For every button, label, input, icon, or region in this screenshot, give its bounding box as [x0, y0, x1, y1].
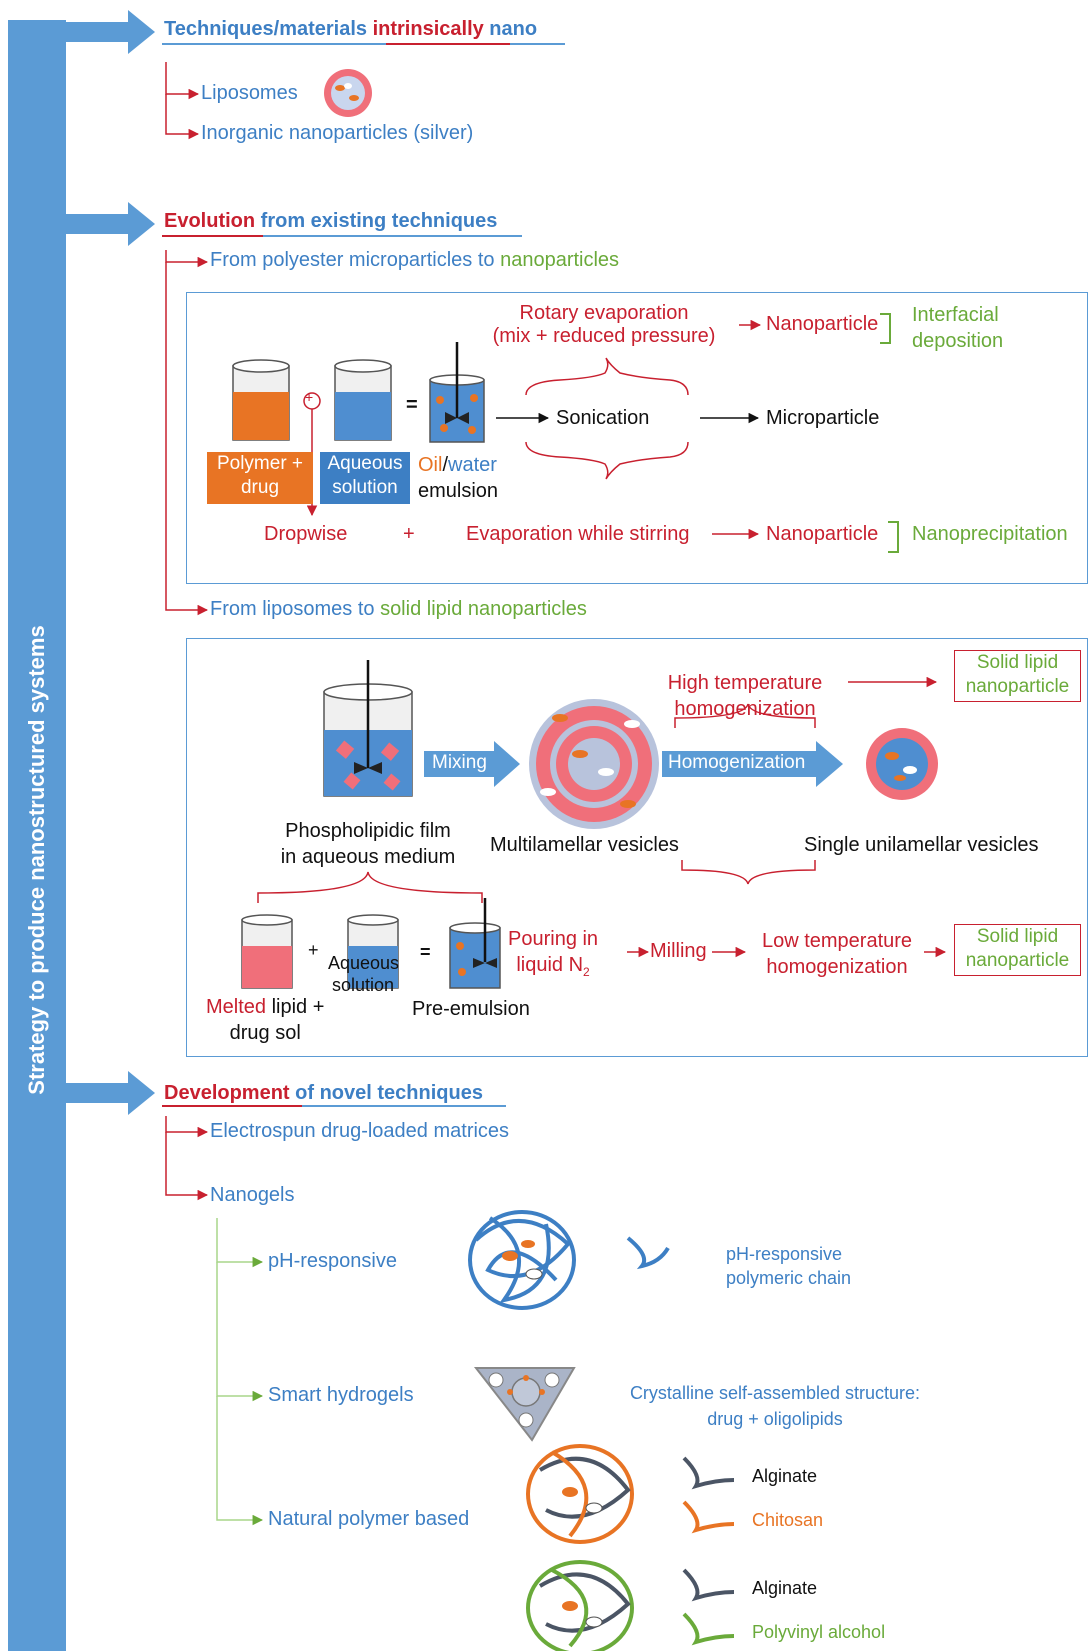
high-temp-label: High temperature homogenization — [667, 672, 823, 720]
solid-lipid-nanoparticle-box-2: Solid lipid nanoparticle — [954, 924, 1081, 976]
film-beaker — [323, 660, 413, 797]
liposomes-label: Liposomes — [201, 82, 298, 104]
alginate-label-2: Alginate — [752, 1578, 818, 1598]
equals-sign-2: = — [420, 942, 431, 962]
emulsion-beaker — [429, 342, 485, 443]
aqueous-beaker-2 — [347, 914, 399, 989]
milling-label: Milling — [650, 940, 707, 962]
sonication-label: Sonication — [556, 407, 650, 429]
polymer-drug-label: Polymer + drug — [207, 452, 313, 504]
natural-polymer-label: Natural polymer based — [268, 1508, 470, 1530]
phospholipidic-film-label: Phospholipidic film in aqueous medium — [280, 820, 456, 868]
section3-heading: Development of novel techniques — [164, 1082, 483, 1104]
pre-emulsion-beaker — [449, 898, 501, 989]
liposome-icon — [324, 69, 372, 117]
smart-hydrogels-label: Smart hydrogels — [268, 1384, 414, 1406]
microparticle-label: Microparticle — [766, 407, 880, 429]
mixing-label: Mixing — [432, 752, 487, 773]
low-temp-label: Low temperature homogenization — [761, 930, 913, 978]
multilamellar-label: Multilamellar vesicles — [490, 834, 679, 856]
rotary-evaporation-label: Rotary evaporation (mix + reduced pressu… — [492, 302, 716, 347]
section2-heading: Evolution from existing techniques — [164, 210, 498, 232]
nanogels-label: Nanogels — [210, 1184, 295, 1206]
alginate-chain-icon-2 — [682, 1568, 735, 1602]
section2-arrow — [66, 202, 155, 246]
alginate-label-1: Alginate — [752, 1466, 818, 1486]
emulsion-label: emulsion — [418, 480, 499, 502]
section3-arrow — [66, 1071, 155, 1115]
unilamellar-vesicle — [866, 728, 938, 800]
unilamellar-label: Single unilamellar vesicles — [804, 834, 1039, 856]
ph-responsive-label: pH-responsive — [268, 1250, 397, 1272]
nanoprecipitation-label: Nanoprecipitation — [912, 523, 1068, 545]
chitosan-nanogel-icon — [526, 1444, 634, 1544]
pouring-label: Pouring in liquid N2 — [508, 928, 599, 979]
equals-sign-1: = — [406, 394, 418, 416]
section1-heading: Techniques/materials intrinsically nano — [164, 18, 538, 40]
dropwise-label: Dropwise — [264, 523, 348, 545]
homogenization-label: Homogenization — [668, 752, 806, 773]
electrospun-label: Electrospun drug-loaded matrices — [210, 1120, 510, 1142]
melted-lipid-label: Melted lipid + drug sol — [206, 996, 325, 1044]
hydrogel-icon — [473, 1367, 576, 1442]
liposomes-subheading: From liposomes to solid lipid nanopartic… — [210, 598, 587, 620]
nanoparticle-label-1: Nanoparticle — [766, 313, 879, 335]
ph-nanogel-icon — [468, 1210, 576, 1310]
chitosan-label: Chitosan — [752, 1510, 824, 1530]
pva-nanogel-icon — [526, 1560, 634, 1651]
polymer-beaker — [232, 359, 290, 441]
sidebar — [8, 20, 66, 1651]
nanoparticle-label-2: Nanoparticle — [766, 523, 879, 545]
aqueous-solution-label-2: Aqueous solution — [328, 953, 400, 995]
evaporation-label: Evaporation while stirring — [466, 523, 690, 545]
polyester-subheading: From polyester microparticles to nanopar… — [210, 249, 620, 271]
section1-arrow — [66, 10, 155, 54]
plus-circle-symbol: + — [305, 389, 314, 405]
oil-water-label: Oil/water — [418, 454, 497, 476]
interfacial-deposition-label: Interfacial deposition — [912, 304, 1004, 352]
melted-lipid-beaker — [241, 914, 293, 989]
pva-chain-icon — [682, 1612, 735, 1646]
plus-sign-2: + — [308, 940, 319, 960]
solid-lipid-nanoparticle-box-1: Solid lipid nanoparticle — [954, 650, 1081, 702]
chitosan-chain-icon — [682, 1500, 735, 1534]
inorganic-nanoparticles-label: Inorganic nanoparticles (silver) — [201, 122, 474, 144]
multilamellar-vesicle — [529, 699, 659, 829]
aqueous-solution-label: Aqueous solution — [320, 452, 410, 504]
plus-sign-1: + — [403, 523, 415, 545]
pre-emulsion-label: Pre-emulsion — [412, 998, 530, 1020]
ph-chain-label: pH-responsive polymeric chain — [726, 1244, 852, 1288]
alginate-chain-icon — [682, 1456, 735, 1490]
pva-label: Polyvinyl alcohol — [752, 1622, 886, 1642]
aqueous-beaker — [334, 359, 392, 441]
ph-chain-icon — [626, 1236, 670, 1270]
crystalline-label: Crystalline self-assembled structure: dr… — [629, 1383, 921, 1429]
